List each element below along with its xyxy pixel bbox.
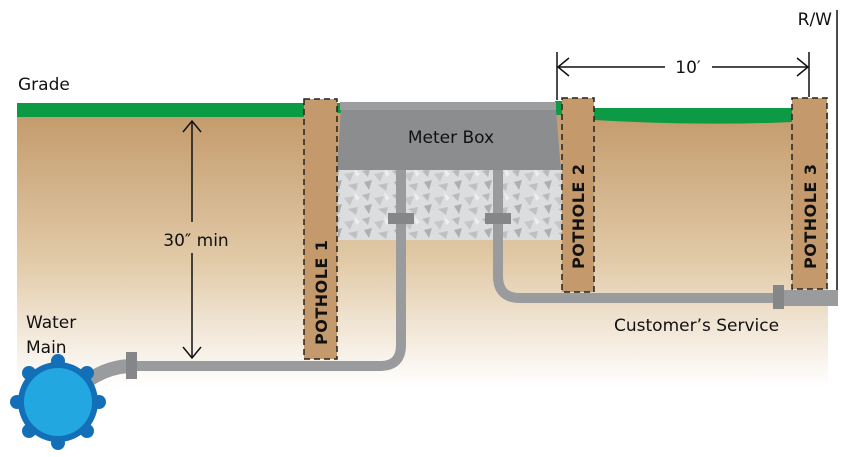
meter-box: Meter Box (337, 102, 561, 170)
fitting (773, 285, 784, 309)
svg-text:POTHOLE 2: POTHOLE 2 (569, 163, 588, 269)
gravel-bed (338, 168, 562, 240)
customer-service-label: Customer’s Service (614, 316, 779, 336)
svg-text:POTHOLE 1: POTHOLE 1 (312, 239, 331, 345)
depth-label: 30″ min (163, 231, 228, 251)
fitting (485, 213, 511, 224)
pothole-3: POTHOLE 3 (791, 97, 828, 290)
meter-box-label: Meter Box (408, 128, 494, 148)
pothole-2: POTHOLE 2 (561, 97, 595, 293)
distance-dimension (556, 52, 810, 100)
water-main-label-2: Main (26, 338, 67, 358)
grass-right (594, 108, 792, 124)
depth-dimension (182, 119, 202, 360)
customer-pipe (778, 290, 838, 306)
water-main (10, 354, 106, 450)
grass-edge-mid (336, 103, 342, 113)
pothole-1: POTHOLE 1 (303, 98, 338, 360)
grade-label: Grade (18, 75, 70, 95)
svg-text:POTHOLE 3: POTHOLE 3 (801, 163, 820, 269)
right-of-way-label: R/W (798, 10, 833, 30)
grass-left (17, 103, 307, 117)
water-main-label: Water (26, 313, 76, 333)
fitting (388, 213, 414, 224)
distance-label: 10′ (675, 58, 701, 78)
fitting (126, 352, 137, 379)
